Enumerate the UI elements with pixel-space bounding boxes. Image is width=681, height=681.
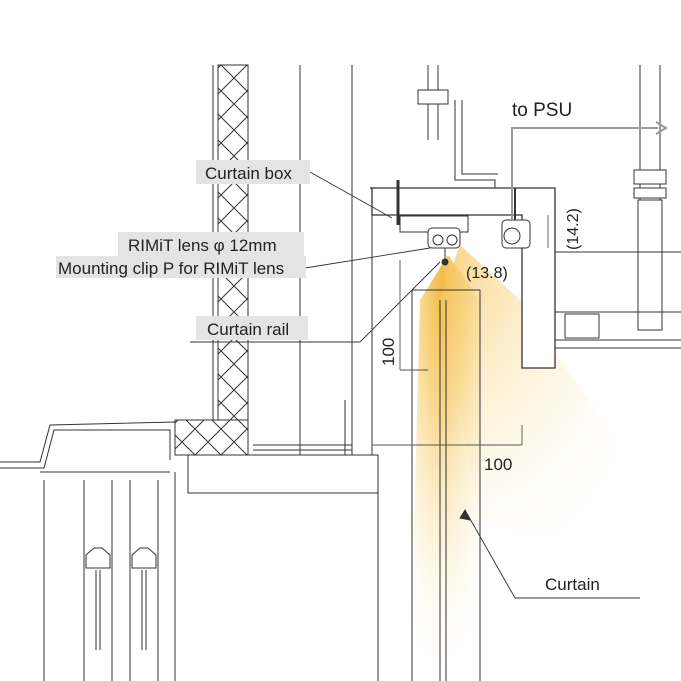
dim-horizontal-100: 100 bbox=[484, 455, 512, 474]
curtain-box bbox=[370, 180, 556, 369]
psu-arrow-icon bbox=[655, 121, 668, 135]
curtain bbox=[411, 289, 481, 681]
lens-label: RIMiT lens φ 12mm bbox=[128, 236, 277, 255]
curtain-label: Curtain bbox=[545, 575, 600, 594]
sash-right bbox=[129, 480, 159, 681]
dim-vertical-100: 100 bbox=[379, 338, 398, 366]
label-backgrounds bbox=[56, 160, 310, 340]
leader-lines bbox=[190, 171, 640, 599]
ceiling-hangers bbox=[417, 65, 667, 331]
psu-label: to PSU bbox=[512, 100, 572, 121]
light-beam bbox=[410, 245, 640, 681]
ceiling-board bbox=[555, 251, 681, 349]
rail-label: Curtain rail bbox=[207, 320, 289, 339]
psu-wire bbox=[511, 127, 658, 220]
dim-13-8: (13.8) bbox=[466, 265, 508, 282]
clip-label: Mounting clip P for RIMiT lens bbox=[58, 259, 284, 278]
rimit-lens bbox=[501, 219, 531, 249]
curtain-rail bbox=[399, 215, 469, 266]
sash-left bbox=[83, 480, 113, 681]
sill bbox=[0, 421, 379, 681]
curtain-box-label: Curtain box bbox=[205, 164, 292, 183]
dimension-lines bbox=[372, 215, 549, 446]
dim-14-2: (14.2) bbox=[565, 208, 582, 250]
